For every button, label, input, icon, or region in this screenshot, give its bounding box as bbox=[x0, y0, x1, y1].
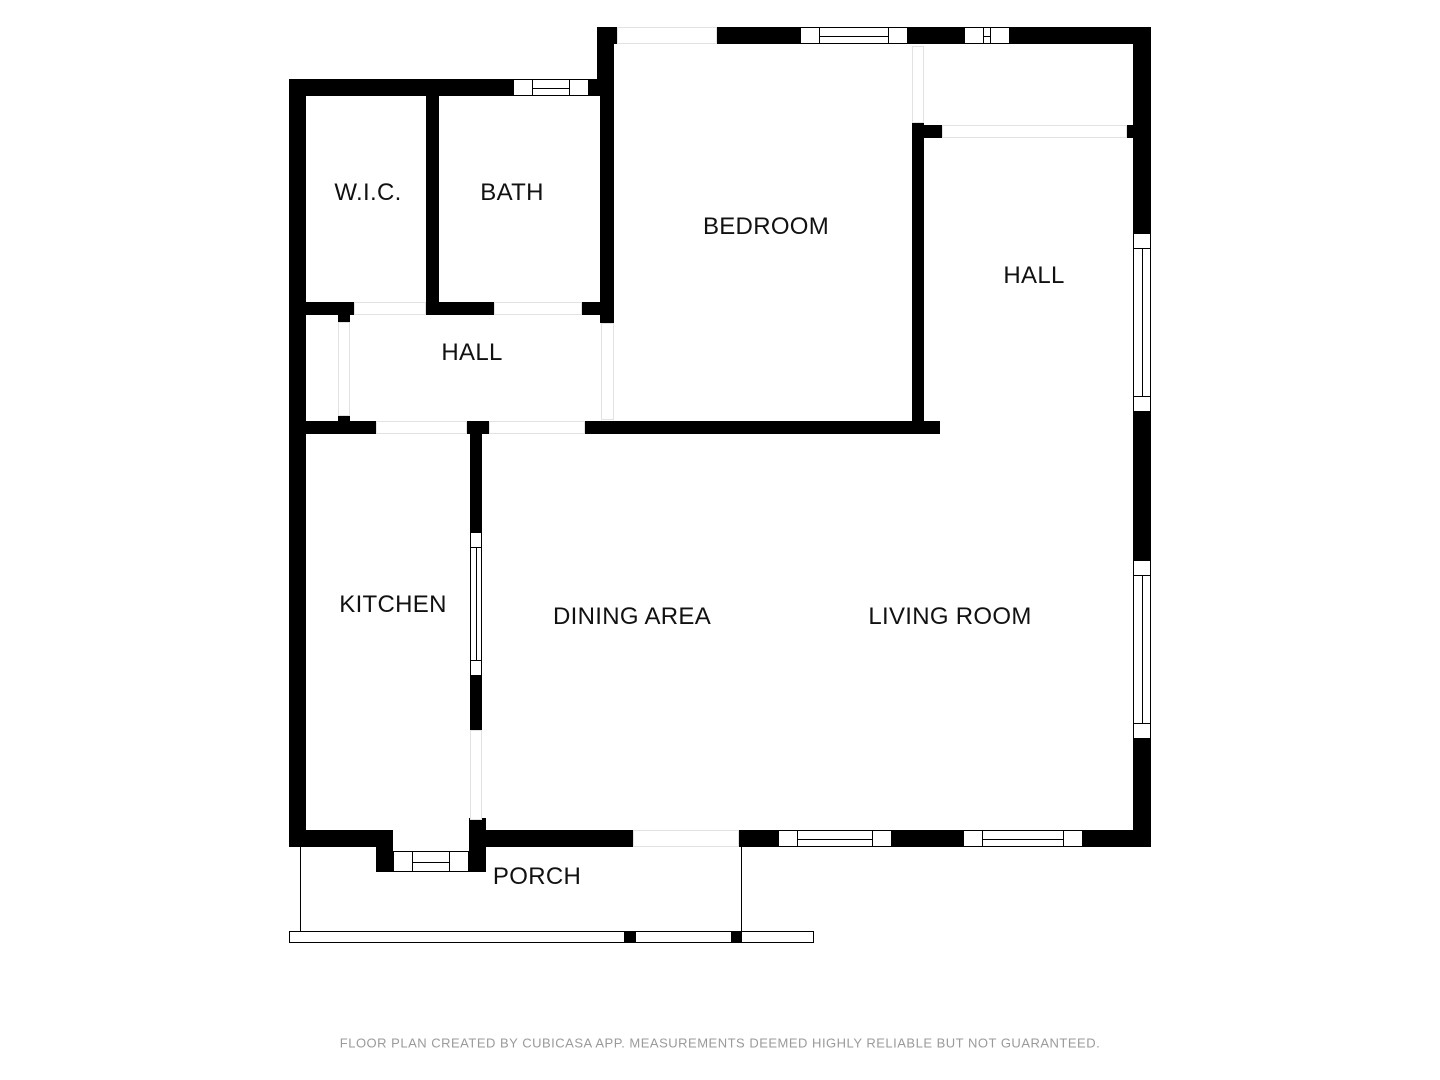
wall bbox=[376, 830, 393, 872]
wall bbox=[1133, 411, 1151, 561]
wall bbox=[597, 27, 617, 44]
wall bbox=[470, 675, 482, 730]
wall bbox=[289, 830, 393, 847]
room-label-bedroom: BEDROOM bbox=[702, 213, 830, 240]
wall bbox=[426, 302, 494, 315]
wall bbox=[1133, 27, 1151, 234]
doorway bbox=[942, 125, 1127, 138]
wall bbox=[585, 421, 940, 434]
wall bbox=[1082, 830, 1151, 847]
wall bbox=[1009, 27, 1151, 44]
wall bbox=[600, 79, 614, 323]
doorway bbox=[338, 322, 350, 416]
window bbox=[800, 27, 908, 44]
porch-post-line bbox=[741, 847, 742, 931]
wall bbox=[907, 27, 965, 44]
wall bbox=[289, 79, 306, 847]
room-label-hall-west: HALL bbox=[441, 339, 503, 366]
window bbox=[964, 27, 1010, 44]
doorway bbox=[617, 27, 717, 44]
wall bbox=[338, 302, 350, 322]
room-label-hall-east: HALL bbox=[1003, 262, 1065, 289]
wall bbox=[470, 421, 482, 533]
doorway bbox=[912, 46, 924, 123]
wall bbox=[469, 818, 486, 872]
window bbox=[1133, 233, 1151, 412]
pass-through bbox=[470, 532, 482, 676]
wall bbox=[912, 123, 924, 434]
wall bbox=[1133, 738, 1151, 847]
window bbox=[963, 830, 1083, 847]
wall bbox=[1127, 125, 1137, 138]
doorway bbox=[601, 323, 614, 420]
room-label-dining-area: DINING AREA bbox=[553, 603, 711, 630]
porch-post-line bbox=[300, 847, 301, 931]
window bbox=[513, 79, 589, 96]
room-label-bath: BATH bbox=[480, 179, 544, 206]
wall bbox=[597, 27, 614, 96]
room-label-wic: W.I.C. bbox=[334, 179, 402, 206]
doorway bbox=[354, 302, 426, 315]
room-label-kitchen: KITCHEN bbox=[339, 591, 447, 618]
porch-railing bbox=[289, 931, 814, 943]
wall bbox=[289, 79, 514, 96]
front-doorway bbox=[633, 830, 739, 847]
doorway bbox=[376, 421, 467, 434]
window bbox=[393, 851, 469, 872]
wall bbox=[739, 830, 779, 847]
porch-post bbox=[624, 931, 636, 943]
room-label-living-room: LIVING ROOM bbox=[868, 603, 1032, 630]
window bbox=[778, 830, 892, 847]
doorway bbox=[489, 421, 585, 434]
wall bbox=[582, 302, 614, 315]
wall bbox=[470, 830, 633, 847]
wall bbox=[289, 302, 354, 315]
doorway bbox=[494, 302, 582, 315]
wall bbox=[891, 830, 964, 847]
doorway bbox=[470, 730, 482, 820]
disclaimer-footer: FLOOR PLAN CREATED BY CUBICASA APP. MEAS… bbox=[339, 1035, 1101, 1051]
wall bbox=[289, 421, 376, 434]
wall bbox=[426, 79, 439, 315]
wall bbox=[717, 27, 801, 44]
porch-post bbox=[731, 931, 742, 943]
room-label-porch: PORCH bbox=[492, 863, 582, 890]
wall bbox=[912, 125, 942, 138]
window bbox=[1133, 560, 1151, 739]
